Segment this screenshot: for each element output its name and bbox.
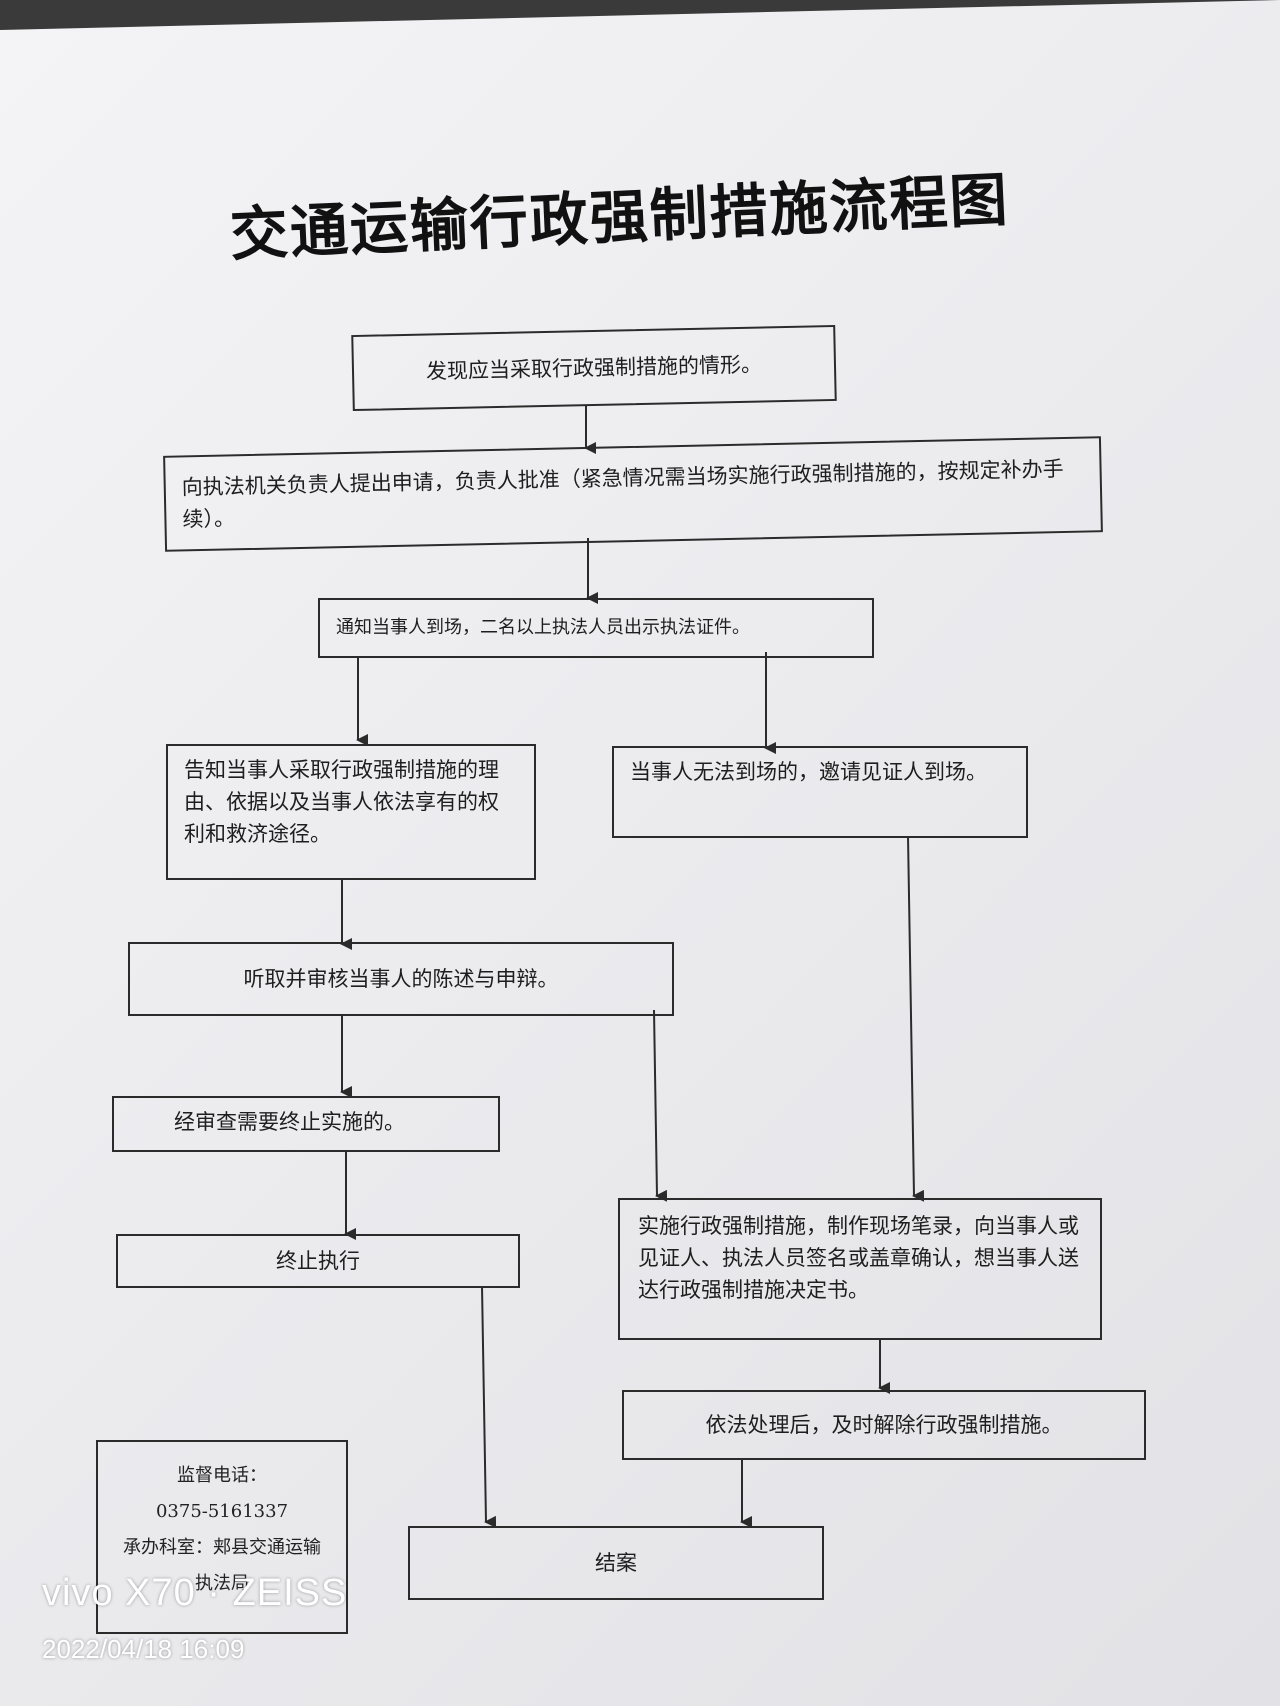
step-notify: 通知当事人到场，二名以上执法人员出示执法证件。 [318,598,874,658]
contact-info-box: 监督电话： 0375-5161337 承办科室：郏县交通运输 执法局 [96,1440,348,1634]
department-line1: 承办科室：郏县交通运输 [123,1537,321,1558]
department-line2: 执法局 [195,1573,249,1594]
step-close: 结案 [408,1526,824,1600]
step-release: 依法处理后，及时解除行政强制措施。 [622,1390,1146,1460]
arrow-hear-to-implement [653,1009,668,1202]
step-inform: 告知当事人采取行政强制措施的理由、依据以及当事人依法享有的权利和救济途径。 [166,744,536,880]
phone-label: 监督电话： [177,1465,267,1486]
camera-watermark: vivo X70 · ZEISS [42,1572,348,1614]
step-review-stop: 经审查需要终止实施的。 [112,1096,500,1152]
photo-timestamp: 2022/04/18 16:09 [42,1634,245,1664]
step-apply: 向执法机关负责人提出申请，负责人批准（紧急情况需当场实施行政强制措施的，按规定补… [163,436,1103,552]
step-absent: 当事人无法到场的，邀请见证人到场。 [612,746,1028,838]
phone-number: 0375-5161337 [155,1501,289,1522]
step-implement: 实施行政强制措施，制作现场笔录，向当事人或见证人、执法人员签名或盖章确认，想当事… [618,1198,1102,1340]
arrow-terminate-to-close [481,1285,497,1528]
step-terminate: 终止执行 [116,1234,520,1288]
arrow-absent-to-implement [907,835,925,1202]
step-hear: 听取并审核当事人的陈述与申辩。 [128,942,674,1016]
step-discover: 发现应当采取行政强制措施的情形。 [351,324,837,412]
